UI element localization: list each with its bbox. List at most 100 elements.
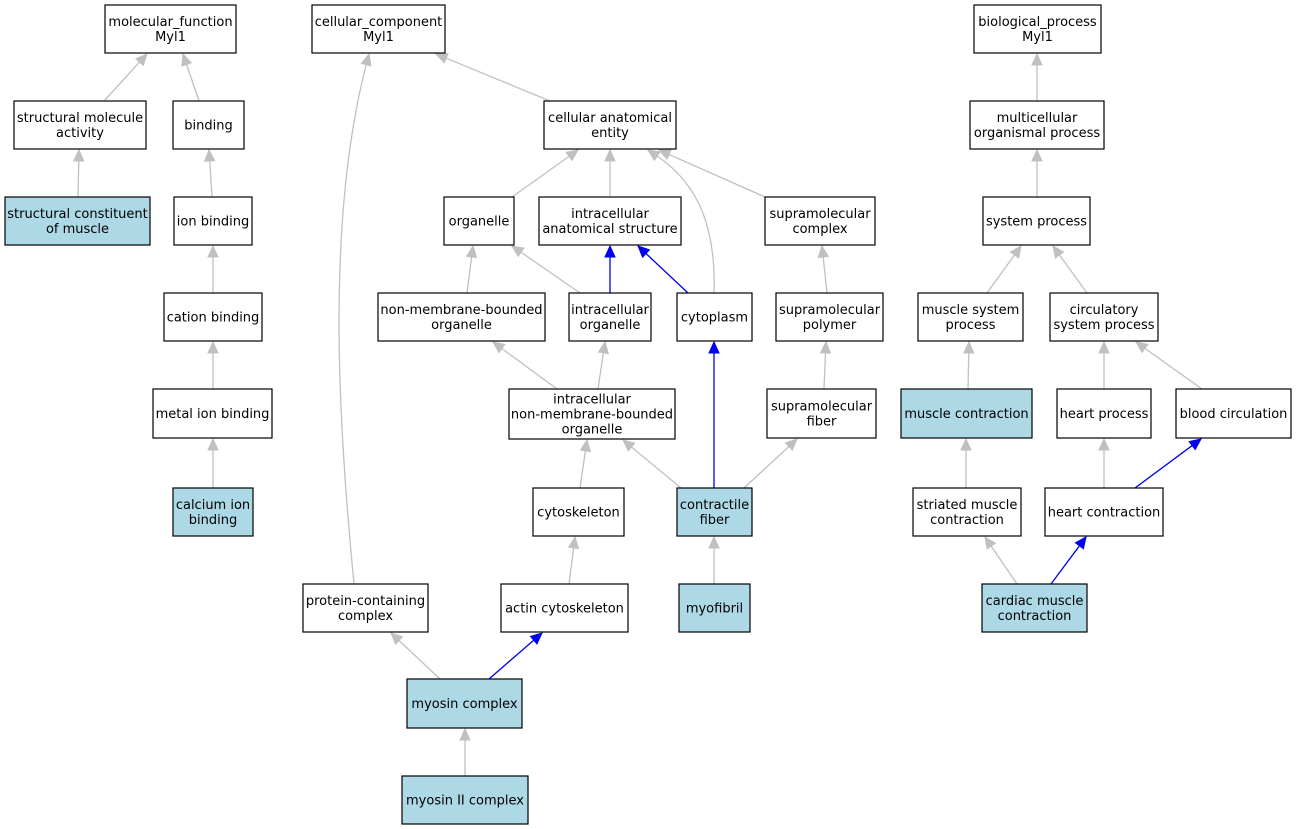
edge-line: [511, 155, 570, 198]
term-node-myofibril[interactable]: myofibril: [678, 583, 751, 633]
term-label-line: organelle: [449, 215, 510, 230]
term-node-actin-cytoskeleton[interactable]: actin cytoskeleton: [500, 583, 629, 633]
term-node-organelle[interactable]: organelle: [443, 196, 515, 246]
term-box[interactable]: [443, 196, 515, 246]
term-node-myosin-complex[interactable]: myosin complex: [406, 678, 523, 729]
term-node-muscle-contraction[interactable]: muscle contraction: [900, 388, 1033, 439]
term-label-line: fiber: [807, 415, 837, 430]
term-box[interactable]: [766, 388, 877, 439]
term-box[interactable]: [900, 388, 1033, 439]
term-box[interactable]: [311, 4, 446, 54]
term-box[interactable]: [973, 4, 1102, 54]
term-box[interactable]: [568, 292, 652, 342]
term-node-binding[interactable]: binding: [172, 100, 245, 150]
term-box[interactable]: [543, 100, 677, 150]
term-node-system-process[interactable]: system process: [982, 196, 1091, 246]
term-box[interactable]: [1175, 388, 1292, 439]
term-box[interactable]: [775, 292, 884, 342]
term-box[interactable]: [917, 292, 1024, 342]
arrowhead: [565, 149, 579, 162]
term-label-line: striated muscle: [917, 498, 1018, 513]
term-node-cytoplasm[interactable]: cytoplasm: [676, 292, 753, 342]
term-box[interactable]: [163, 292, 263, 342]
edge-line: [466, 256, 473, 294]
term-label-line: supramolecular: [769, 207, 871, 222]
edge-part-of: [488, 632, 543, 680]
edge-line: [1144, 347, 1203, 390]
arrowhead: [708, 340, 720, 354]
term-label-line: organelle: [580, 318, 641, 333]
term-box[interactable]: [1049, 292, 1159, 342]
term-box[interactable]: [406, 678, 523, 729]
term-label-line: structural molecule: [17, 111, 143, 126]
term-node-intracellular-nmb-organelle[interactable]: intracellularnon-membrane-boundedorganel…: [508, 388, 676, 440]
edge-is-a: [203, 148, 216, 198]
term-box[interactable]: [532, 487, 625, 537]
term-node-heart-contraction[interactable]: heart contraction: [1044, 487, 1164, 537]
term-box[interactable]: [172, 487, 254, 537]
term-box[interactable]: [104, 4, 237, 54]
term-box[interactable]: [676, 292, 753, 342]
edge-line: [520, 251, 581, 294]
term-box[interactable]: [152, 388, 273, 439]
edge-is-a: [390, 632, 441, 680]
term-box[interactable]: [377, 292, 546, 342]
term-box[interactable]: [1044, 487, 1164, 537]
edge-line: [579, 450, 587, 489]
term-label-line: fiber: [700, 513, 730, 528]
edge-line: [185, 64, 200, 102]
term-box[interactable]: [676, 487, 753, 537]
term-box[interactable]: [969, 100, 1105, 150]
term-box[interactable]: [912, 487, 1022, 537]
term-box[interactable]: [4, 196, 151, 246]
term-box[interactable]: [1056, 388, 1152, 439]
term-label-line: multicellular: [997, 111, 1078, 126]
term-box[interactable]: [678, 583, 751, 633]
term-node-cation-binding[interactable]: cation binding: [163, 292, 263, 342]
term-box[interactable]: [401, 775, 529, 825]
term-box[interactable]: [981, 583, 1088, 633]
edge-line: [568, 547, 575, 585]
term-node-heart-process[interactable]: heart process: [1056, 388, 1152, 439]
term-box[interactable]: [982, 196, 1091, 246]
arrowhead: [390, 632, 404, 646]
term-box[interactable]: [508, 388, 676, 440]
term-box[interactable]: [13, 100, 147, 150]
term-box[interactable]: [173, 196, 253, 246]
term-node-myosin-ii-complex[interactable]: myosin II complex: [401, 775, 529, 825]
edge-is-a: [962, 340, 975, 390]
arrowhead: [960, 437, 972, 451]
term-box[interactable]: [538, 196, 682, 246]
arrowhead: [1031, 148, 1043, 162]
term-node-blood-circulation[interactable]: blood circulation: [1175, 388, 1292, 439]
arrowhead: [207, 340, 219, 354]
term-box[interactable]: [764, 196, 876, 246]
term-node-cytoskeleton[interactable]: cytoskeleton: [532, 487, 625, 537]
term-box[interactable]: [172, 100, 245, 150]
term-label-line: muscle system: [922, 303, 1020, 318]
term-node-metal-ion-binding[interactable]: metal ion binding: [152, 388, 273, 439]
term-box[interactable]: [302, 583, 429, 633]
term-box[interactable]: [500, 583, 629, 633]
term-node-ion-binding[interactable]: ion binding: [173, 196, 253, 246]
